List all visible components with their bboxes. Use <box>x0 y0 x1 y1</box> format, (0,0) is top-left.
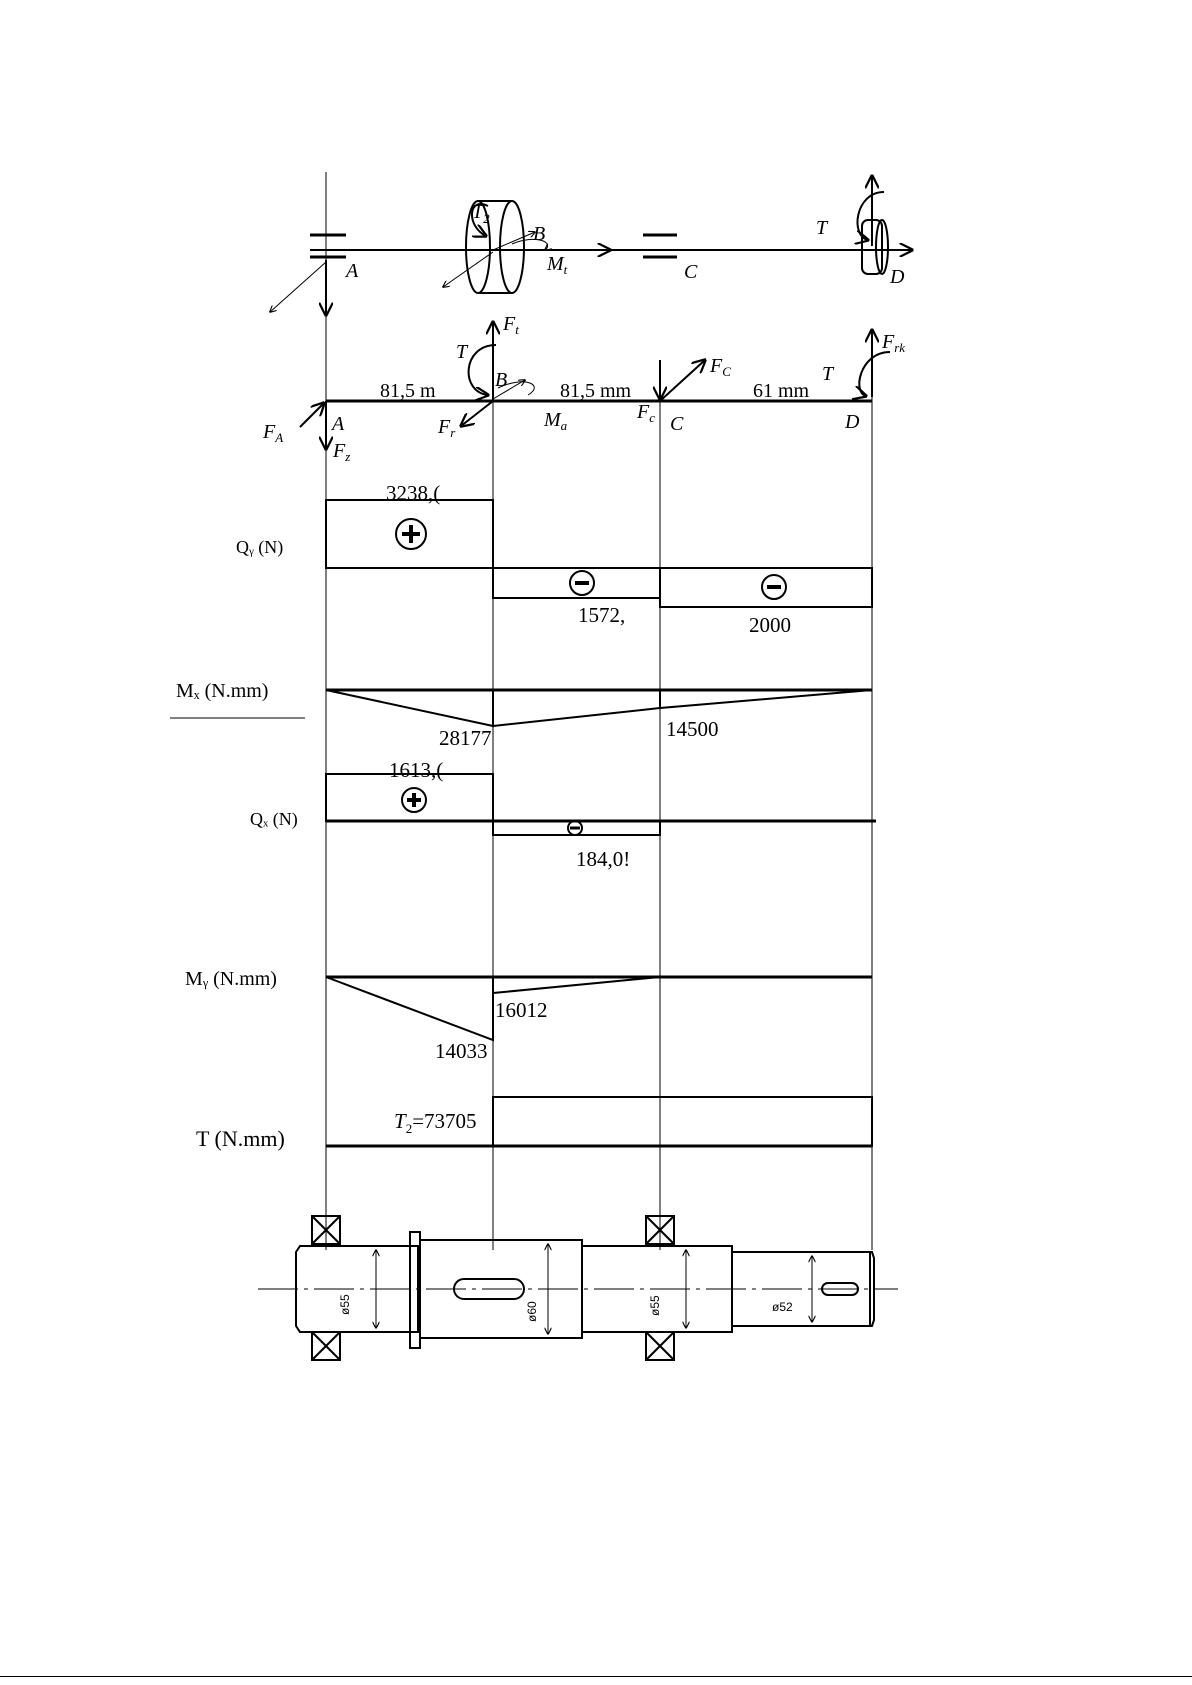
force-fr-arrow <box>461 401 493 426</box>
t-value: T2=73705 <box>394 1109 477 1136</box>
force-a-diag <box>300 403 324 427</box>
force-fc-arrow <box>660 360 705 401</box>
label-d-plane: D <box>844 411 860 433</box>
minus-sign-icon <box>762 575 786 599</box>
plus-sign-icon <box>402 788 426 812</box>
minus-sign-icon <box>570 571 594 595</box>
label-a-space: A <box>344 260 359 282</box>
my-value-b-up: 16012 <box>495 998 548 1022</box>
qy-value-bc: 1572, <box>578 603 625 627</box>
torque-d-plane-arrow <box>859 352 890 396</box>
mx-region-cd <box>660 690 872 708</box>
mx-label: Mₓ (N.mm) <box>176 680 268 702</box>
plane-diagram: FA Fz A Ft T Fr B Ma FC Fc C Frk T D 81,… <box>262 313 905 464</box>
mx-region-ab <box>326 690 493 726</box>
mx-region-bc <box>493 690 660 726</box>
label-fc2: Fc <box>636 401 655 425</box>
span-cd: 61 mm <box>753 380 810 402</box>
my-region-ab <box>326 977 493 1040</box>
t-region <box>493 1097 872 1146</box>
shaft-drawing: ø55 ø60 ø55 ø52 <box>258 1216 898 1360</box>
space-diagram: A T2 B Mt C T D <box>270 176 912 315</box>
span-bc: 81,5 mm <box>560 380 632 402</box>
diameter-52: ø52 <box>772 1300 793 1314</box>
t-diagram: T (N.mm) T2=73705 <box>196 1097 872 1151</box>
my-region-bc <box>493 977 660 993</box>
diameter-55-left: ø55 <box>338 1294 352 1315</box>
torque-plane-arrow <box>469 345 496 395</box>
qx-value-top: 1613,( <box>389 758 443 782</box>
t-label: T (N.mm) <box>196 1126 285 1151</box>
my-label: Mᵧ (N.mm) <box>185 968 277 990</box>
label-t-plane: T <box>456 341 469 363</box>
my-value-b-down: 14033 <box>435 1039 488 1063</box>
label-t-right: T <box>822 363 835 385</box>
coupling-icon <box>862 220 888 274</box>
qy-value-cd: 2000 <box>749 613 791 637</box>
label-d-space: D <box>889 266 905 288</box>
force-a-diag-arrow <box>270 262 326 312</box>
qx-value-bc: 184,0! <box>576 847 630 871</box>
label-fa: FA <box>262 421 283 445</box>
label-b-plane: B <box>495 369 507 391</box>
qy-negative-block-cd <box>660 568 872 607</box>
mx-diagram: Mₓ (N.mm) 28177 14500 <box>170 680 872 750</box>
page-footer-line <box>0 1676 1192 1677</box>
qx-diagram: Qₓ (N) 1613,( 184,0! <box>250 758 876 871</box>
plus-sign-icon <box>396 519 426 549</box>
label-b-space: B <box>533 223 545 245</box>
label-fc: FC <box>709 355 731 379</box>
mx-value-c: 14500 <box>666 717 719 741</box>
vertical-guide-lines <box>326 172 872 1250</box>
diameter-60: ø60 <box>525 1301 539 1322</box>
mx-value-b: 28177 <box>439 726 492 750</box>
minus-sign-icon <box>568 821 582 835</box>
diameter-55-right: ø55 <box>648 1295 662 1316</box>
label-ft: Ft <box>502 313 519 337</box>
span-ab: 81,5 m <box>380 380 436 402</box>
label-frk: Frk <box>881 331 905 355</box>
qy-value-top: 3238,( <box>386 481 440 505</box>
qy-diagram: Qᵧ (N) 3238,( 1572, 2000 <box>236 481 872 637</box>
label-m-space: Mt <box>546 253 568 277</box>
label-m-plane: Ma <box>543 409 568 433</box>
my-diagram: Mᵧ (N.mm) 16012 14033 <box>185 968 872 1063</box>
label-c-space: C <box>684 261 698 283</box>
qy-label: Qᵧ (N) <box>236 537 283 558</box>
label-a-plane: A <box>330 413 345 435</box>
label-c-plane: C <box>670 413 684 435</box>
label-t-space: T <box>816 217 829 239</box>
qx-label: Qₓ (N) <box>250 809 298 830</box>
label-fa2: Fz <box>332 440 350 464</box>
label-fr: Fr <box>437 416 456 440</box>
